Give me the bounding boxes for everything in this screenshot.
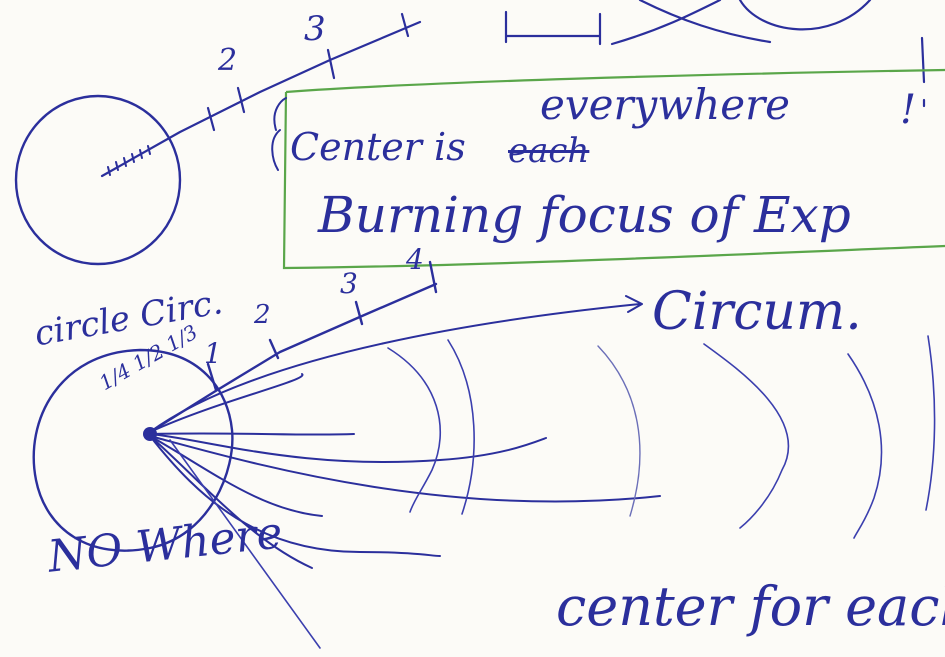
circum-arcs — [388, 336, 935, 538]
box-inserted-word: everywhere — [540, 84, 790, 126]
top-arc — [740, 0, 870, 29]
ray-tick-4: 4 — [406, 246, 424, 274]
top-bracket — [506, 12, 600, 44]
bottom-line: center for each — [556, 580, 945, 634]
box-struck-word: each — [508, 134, 589, 168]
ray-tick-1: 1 — [204, 340, 222, 368]
box-exclaim: ! — [900, 90, 916, 130]
top-exclaim — [922, 38, 924, 106]
box-text-line2: Burning focus of Exp — [318, 190, 851, 240]
box-text-prefix: Center is — [290, 128, 466, 166]
circum-label: Circum. — [652, 286, 862, 338]
ray-tick-2: 2 — [254, 302, 271, 328]
scale-label-2: 2 — [218, 46, 237, 76]
top-cross — [612, 0, 770, 44]
ray-tick-3: 3 — [340, 270, 358, 298]
lower-ray-marks — [208, 262, 436, 390]
upper-circle — [16, 96, 180, 264]
scale-label-3: 3 — [304, 12, 326, 46]
box-bracket — [272, 98, 286, 170]
